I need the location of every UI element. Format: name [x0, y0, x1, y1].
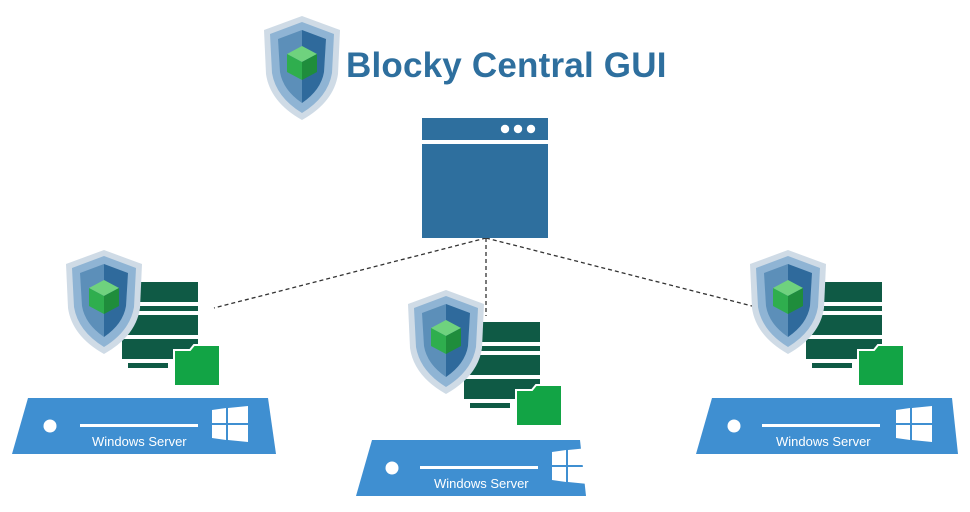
server-label: Windows Server: [776, 434, 871, 449]
title-shield-cube-icon: [264, 16, 340, 120]
power-led-icon: [385, 461, 399, 475]
server-node-2: Windows Server: [356, 290, 588, 496]
server-label: Windows Server: [434, 476, 529, 491]
browser-window-icon: [422, 118, 548, 238]
page-title: Blocky Central GUI: [346, 46, 667, 85]
shield-cube-icon: [408, 290, 484, 394]
connector-left: [213, 237, 487, 309]
shield-cube-icon: [66, 250, 142, 354]
server-node-1: Windows Server: [12, 250, 276, 454]
server-node-3: Windows Server: [696, 250, 958, 454]
connector-right: [485, 237, 761, 309]
power-led-icon: [727, 419, 741, 433]
connector-lines: [213, 237, 761, 316]
shield-cube-icon: [750, 250, 826, 354]
server-label: Windows Server: [92, 434, 187, 449]
power-led-icon: [43, 419, 57, 433]
